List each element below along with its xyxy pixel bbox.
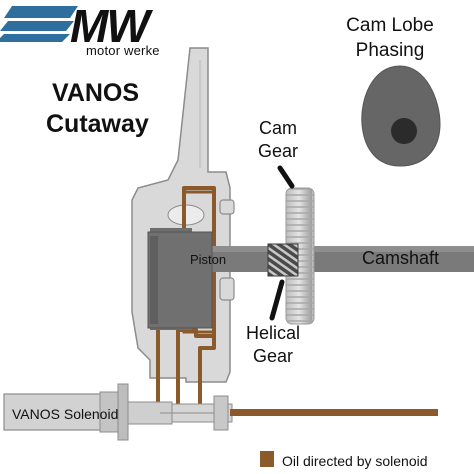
housing-boss-top bbox=[219, 199, 235, 215]
title-line-2: Cutaway bbox=[46, 110, 149, 139]
cam-gear-label-line-2: Gear bbox=[257, 141, 299, 162]
camshaft-label: Camshaft bbox=[362, 248, 440, 268]
brand-stripes bbox=[4, 6, 78, 18]
cam-lobe-label: Cam Lobe Phasing bbox=[330, 14, 450, 63]
legend-label: Oil directed by solenoid bbox=[282, 453, 428, 469]
oil-supply-line bbox=[230, 409, 438, 416]
cam-lobe bbox=[361, 65, 441, 167]
cam-gear-label-line-1: Cam bbox=[258, 118, 297, 138]
cam-lobe-center bbox=[391, 118, 417, 144]
brand-logo: MW bbox=[0, 0, 155, 52]
cam-gear-label: Cam Gear bbox=[248, 117, 308, 164]
vanos-solenoid bbox=[3, 383, 233, 441]
diagram-title: VANOS Cutaway bbox=[46, 78, 206, 141]
helical-gear-label-line-1: Helical bbox=[245, 323, 301, 343]
brand-mark: MW bbox=[70, 0, 153, 52]
cam-gear-leader bbox=[277, 165, 295, 189]
legend-swatch bbox=[260, 451, 274, 467]
piston-head bbox=[147, 231, 213, 329]
cam-lobe-label-line-2: Phasing bbox=[355, 39, 425, 61]
cam-lobe-label-line-1: Cam Lobe bbox=[346, 15, 434, 36]
helical-gear-label-line-2: Gear bbox=[252, 346, 294, 367]
helical-gear-label: Helical Gear bbox=[238, 322, 308, 369]
solenoid-label: VANOS Solenoid bbox=[12, 406, 119, 422]
brand-tagline: motor werke bbox=[86, 43, 160, 58]
helical-gear-leader bbox=[269, 279, 285, 321]
housing-boss-bottom bbox=[219, 277, 235, 301]
piston-label: Piston bbox=[190, 252, 227, 267]
title-line-1: VANOS bbox=[52, 79, 140, 107]
helical-gear bbox=[267, 243, 299, 277]
